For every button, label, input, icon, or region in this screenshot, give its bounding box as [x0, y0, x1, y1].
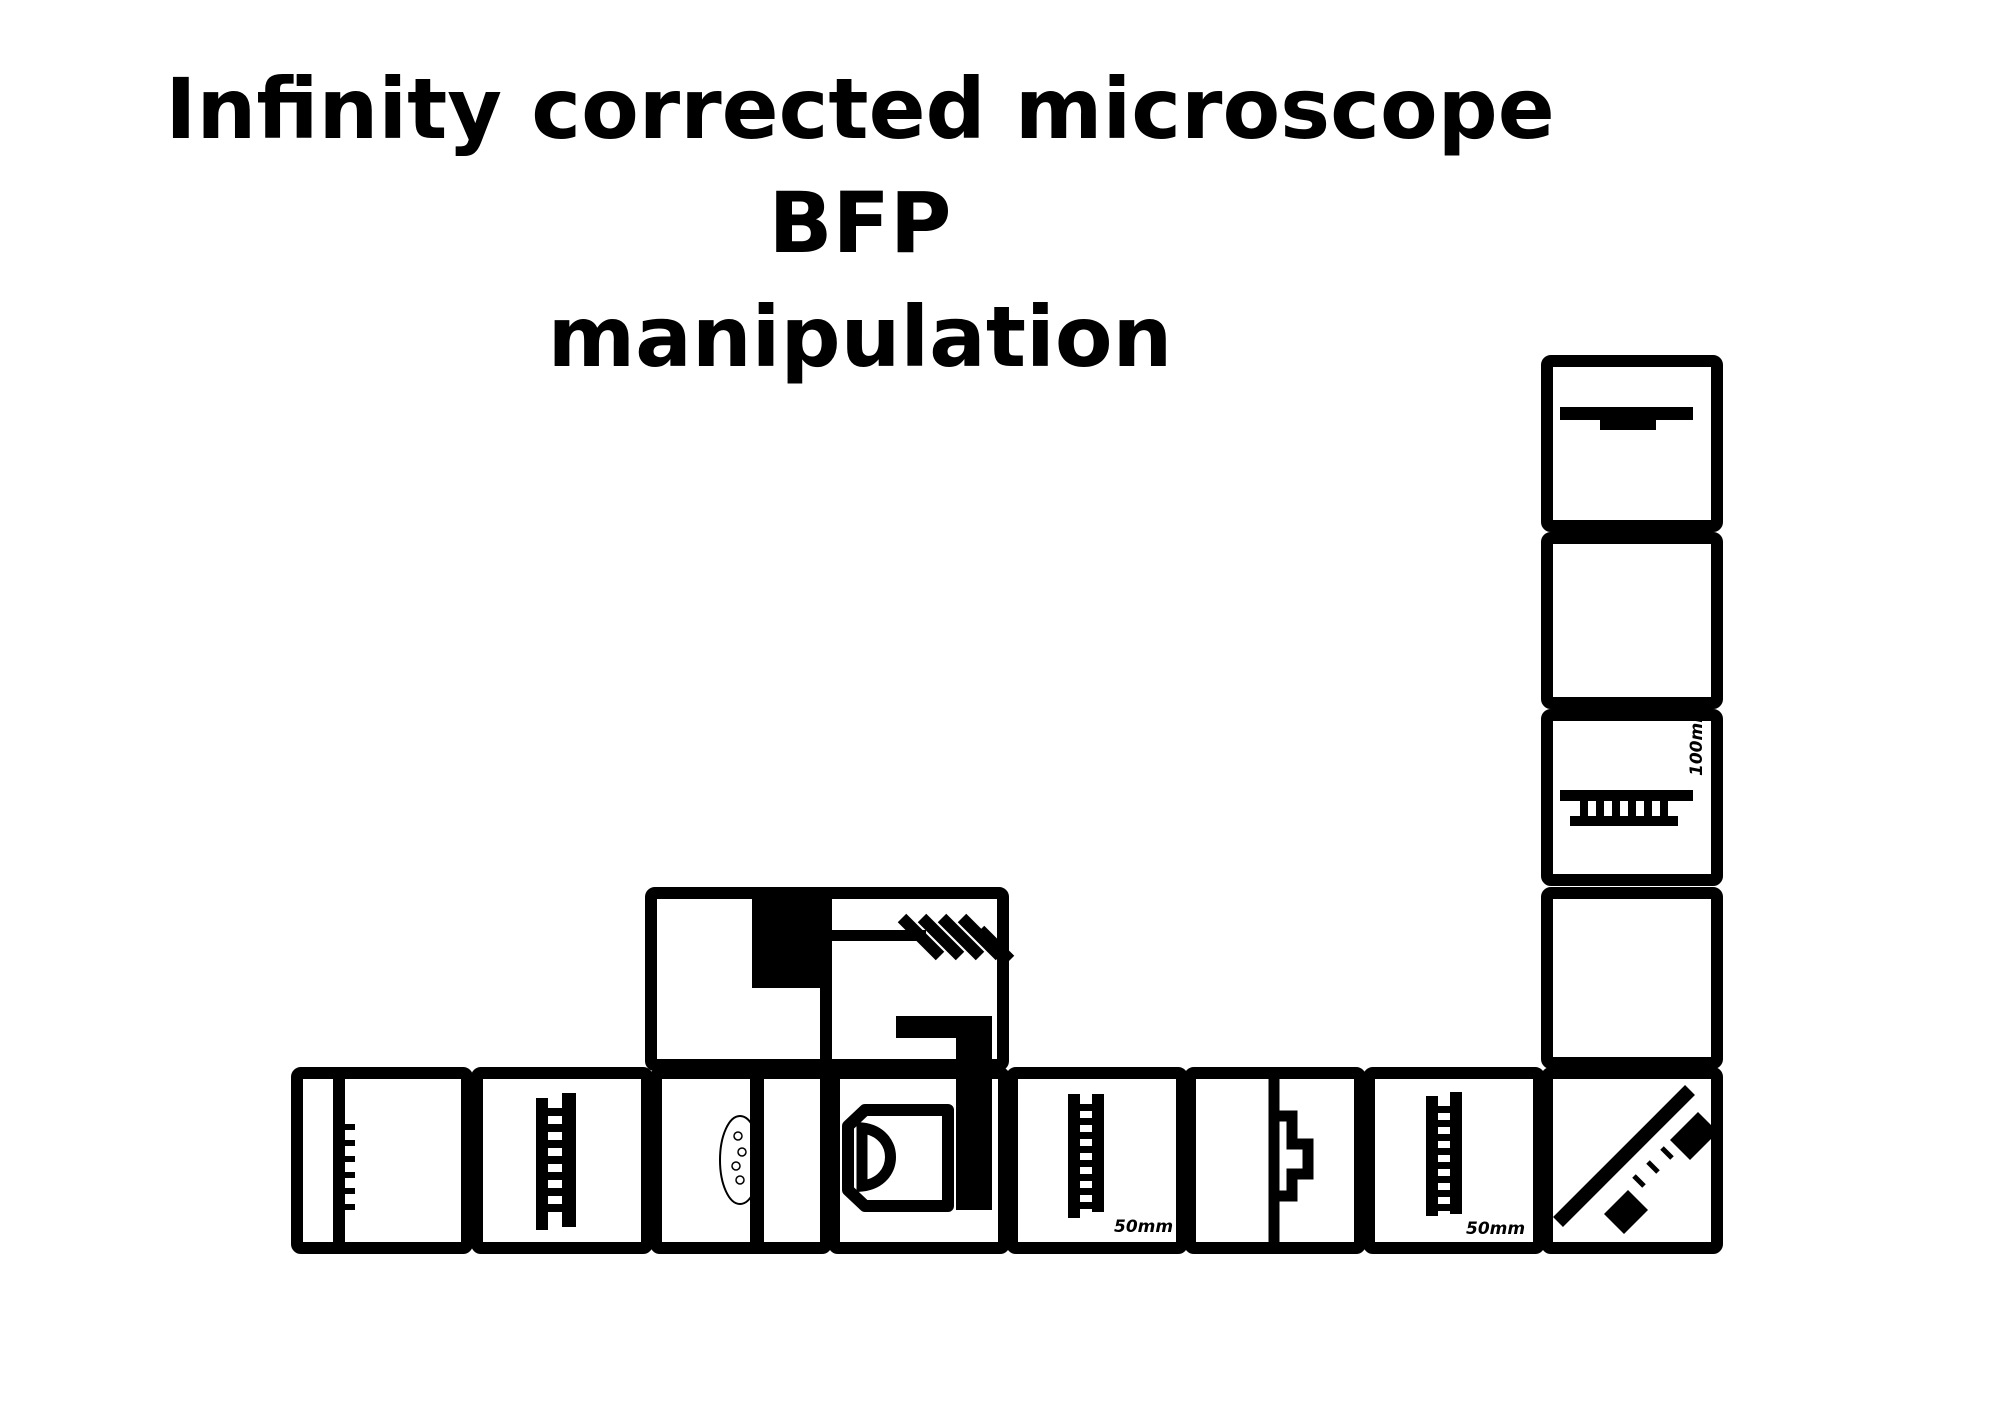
bottom-rail: [291, 1067, 1723, 1254]
tower-cube-1: [1541, 355, 1723, 532]
lens-icon-2: [1068, 1094, 1104, 1218]
lens-label-right: 50mm: [1466, 1219, 1525, 1239]
mirror-mount-block: [752, 890, 826, 988]
vertical-tower: [1541, 355, 1723, 1069]
title-line-2: manipulation: [547, 288, 1173, 386]
cube-8: [1541, 1067, 1723, 1254]
filter-stack-icon: [897, 913, 1015, 965]
cube-4: [828, 1067, 1010, 1254]
cube-3: [650, 1067, 832, 1254]
objective-icon: [842, 1104, 954, 1212]
cube-6: [1184, 1067, 1366, 1254]
lens-label-left: 50mm: [1114, 1217, 1173, 1237]
cube-5: [1006, 1067, 1188, 1254]
cube-1: [291, 1067, 473, 1254]
grating-mirror-icon: [333, 1078, 355, 1243]
lens-icon-1: [536, 1093, 576, 1230]
iris-aperture-icon: [1268, 1078, 1314, 1243]
cube-2: [471, 1067, 653, 1254]
tower-cube-3: [1541, 709, 1723, 886]
horizontal-arm: [826, 930, 926, 941]
title-line-1: Infinity corrected microscope BFP: [165, 60, 1555, 272]
tower-cube-2: [1541, 532, 1723, 709]
lens-icon-4: [1560, 790, 1693, 826]
tower-cube-4: [1541, 887, 1723, 1069]
lens-icon-3: [1426, 1092, 1462, 1216]
cube-7: [1363, 1067, 1545, 1254]
lens-label-vertical: 100mm: [1687, 705, 1707, 776]
detector-plate-icon: [1560, 407, 1693, 430]
sample-slide-icon: [719, 1078, 764, 1243]
fold-mirror-icon: [1553, 1085, 1718, 1234]
l-bracket-stem: [956, 1030, 992, 1210]
slide-title: Infinity corrected microscope BFP manipu…: [60, 52, 1660, 394]
